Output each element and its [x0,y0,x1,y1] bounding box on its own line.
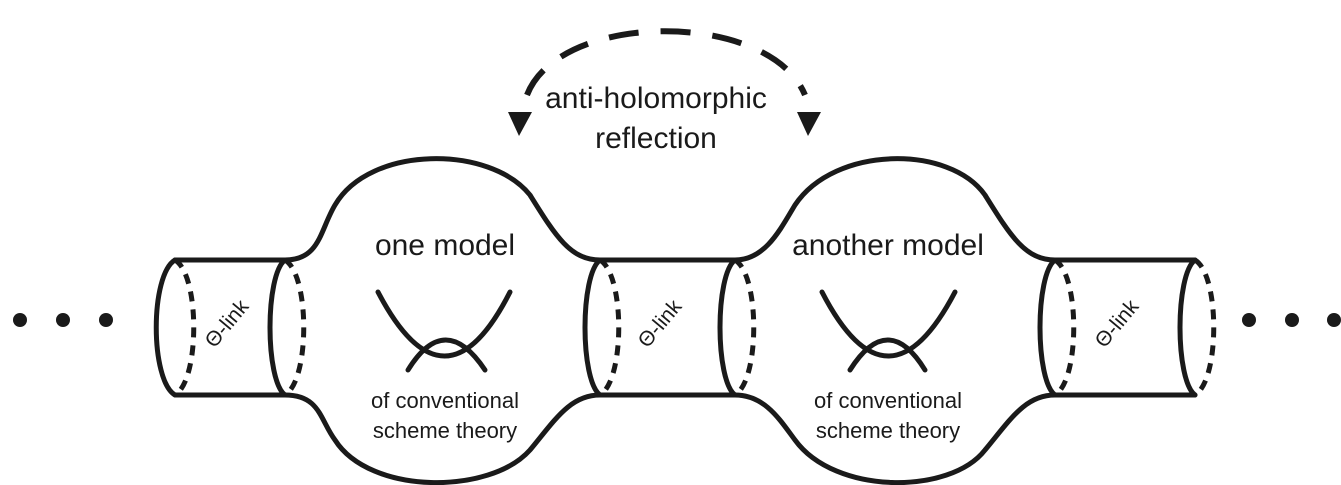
left-ellipsis [13,313,113,327]
surface-outline-top [172,156,1198,263]
hole-icon-left [375,289,513,373]
reflection-arrow [508,28,821,136]
tube-2 [582,257,757,398]
tube-3 [1037,257,1217,398]
model-1-caption-line2: scheme theory [373,418,517,443]
model-2-caption-line1: of conventional [814,388,962,413]
theta-link-label-2: Θ-link [634,295,687,352]
right-ellipsis [1242,313,1341,327]
theta-link-label-3: Θ-link [1091,295,1144,352]
model-1-caption-line1: of conventional [371,388,519,413]
theta-link-label-1: Θ-link [201,295,254,352]
tube-1 [153,257,307,398]
arrowhead-right-icon [797,112,821,136]
model-1-title: one model [375,229,515,262]
reflection-label-line2: reflection [595,122,717,155]
hole-icon-right [819,289,958,373]
arrowhead-left-icon [508,112,532,136]
reflection-label-line1: anti-holomorphic [545,82,767,115]
model-2-caption-line2: scheme theory [816,418,960,443]
surface-outline-bottom [172,392,1198,485]
model-2-title: another model [792,229,984,262]
